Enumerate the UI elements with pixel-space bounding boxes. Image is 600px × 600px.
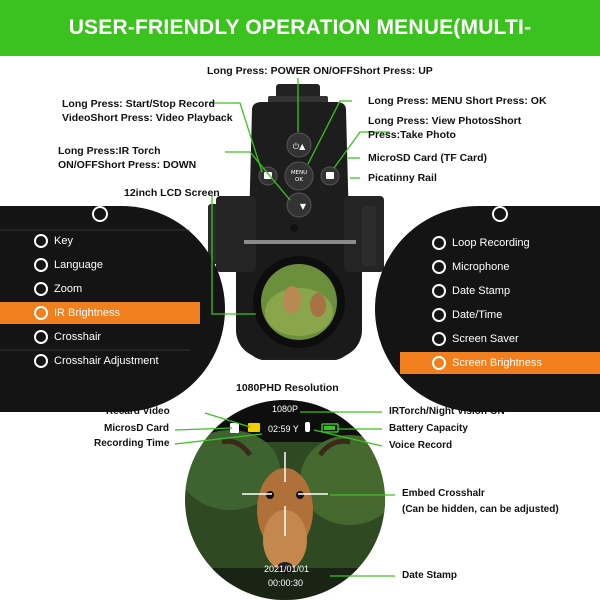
power-callout: Long Press: POWER ON/OFFShort Press: UP [207, 65, 433, 77]
resolution-badge: 1080P [272, 404, 299, 414]
menu-item-label: IR Brightness [54, 307, 121, 319]
right-menu-item[interactable]: Microphone [400, 256, 600, 278]
date-stamp-label: Date Stamp [402, 570, 458, 581]
left-menu-item[interactable]: IR Brightness [0, 302, 200, 324]
monitor-icon [432, 332, 446, 346]
lcd-callout: 12inch LCD Screen [124, 187, 220, 199]
left-menu-item[interactable]: Crosshair Adjustment [0, 350, 200, 372]
menu-item-label: Date/Time [452, 309, 503, 321]
settings-gear-icon [92, 206, 108, 222]
title-banner [0, 0, 600, 56]
left-menu-item[interactable]: Key [0, 230, 200, 252]
leader-lines [174, 78, 395, 577]
right-menu-item[interactable]: Loop Recording [400, 232, 600, 254]
menu-item-label: Loop Recording [452, 237, 530, 249]
rec-time-value: 02:59 [268, 424, 291, 434]
menu-item-label: Date Stamp [452, 285, 511, 297]
ir-torch-label: IRTorch/Night Vision ON [389, 406, 505, 417]
ok-button-label: OK [295, 177, 303, 183]
language-icon [34, 258, 48, 272]
menu-item-label: Zoom [54, 283, 83, 295]
microphone-icon [432, 260, 446, 274]
right-menu-item[interactable]: Screen Brightness [400, 352, 600, 374]
video-icon [264, 172, 272, 179]
microsd-callout: MicroSD Card (TF Card) [368, 152, 488, 164]
crosshair-label: Embed Crosshalr [402, 488, 485, 499]
gear-icon [34, 282, 48, 296]
record-callout: Long Press: Start/Stop Record VideoShort… [62, 98, 233, 124]
right-menu-item[interactable]: Date Stamp [400, 280, 600, 302]
crosshair-adjust-icon [34, 354, 48, 368]
menu-item-label: Key [54, 235, 73, 247]
menu-button-label: MENU [291, 170, 307, 176]
menu-callout: Long Press: MENU Short Press: OK [368, 95, 547, 107]
menu-item-label: Screen Saver [452, 333, 519, 345]
power-button-label: ⏻▲ [293, 142, 306, 151]
screen-preview: Y [185, 400, 385, 600]
menu-item-label: Language [54, 259, 103, 271]
time-value: 00:00:30 [268, 578, 304, 588]
settings-gear-icon [492, 206, 508, 222]
loop-icon [432, 236, 446, 250]
night-vision-device: ⏻▲ MENU OK ▼ [208, 84, 384, 360]
battery-label: Battery Capacity [389, 423, 468, 434]
camera-icon [326, 172, 334, 179]
resolution-label: 1080PHD Resolution [236, 382, 339, 394]
menu-item-label: Crosshair [54, 331, 102, 343]
calendar-icon [432, 284, 446, 298]
crosshair-icon [34, 330, 48, 344]
gear-icon [34, 306, 48, 320]
picatinny-callout: Picatinny Rail [368, 172, 437, 184]
menu-item-label: Screen Brightness [452, 357, 542, 369]
microsd-icon [230, 423, 239, 433]
crosshair-sub-label: (Can be hidden, can be adjusted) [402, 504, 559, 515]
record-video-icon [248, 423, 260, 432]
menu-item-label: Microphone [452, 261, 510, 273]
left-menu-item[interactable]: Zoom [0, 278, 200, 300]
down-button-label: ▼ [300, 202, 307, 211]
gear-icon [34, 234, 48, 248]
photos-callout: Long Press: View PhotosShort Press:Take … [368, 115, 522, 141]
recording-time-label: Recording Time [94, 438, 170, 449]
brightness-icon [432, 356, 446, 370]
page-title: USER-FRIENDLY OPERATION MENUE(MULTI-LANG… [68, 16, 532, 95]
menu-item-label: Crosshair Adjustment [54, 355, 159, 367]
torch-callout: Long Press:IR Torch ON/OFFShort Press: D… [58, 145, 197, 171]
ir-torch-icon: Y [292, 425, 299, 435]
voice-record-icon [305, 422, 310, 432]
left-menu-item[interactable]: Language [0, 254, 200, 276]
voice-record-label: Voice Record [389, 440, 453, 451]
record-video-label: Recard Video [106, 406, 170, 417]
right-menu-item[interactable]: Date/Time [400, 304, 600, 326]
microsd-label: MicrosD Card [104, 423, 170, 434]
left-menu-item[interactable]: Crosshair [0, 326, 200, 348]
date-value: 2021/01/01 [264, 564, 310, 574]
right-menu-item[interactable]: Screen Saver [400, 328, 600, 350]
battery-icon [321, 423, 339, 433]
clock-icon [432, 308, 446, 322]
